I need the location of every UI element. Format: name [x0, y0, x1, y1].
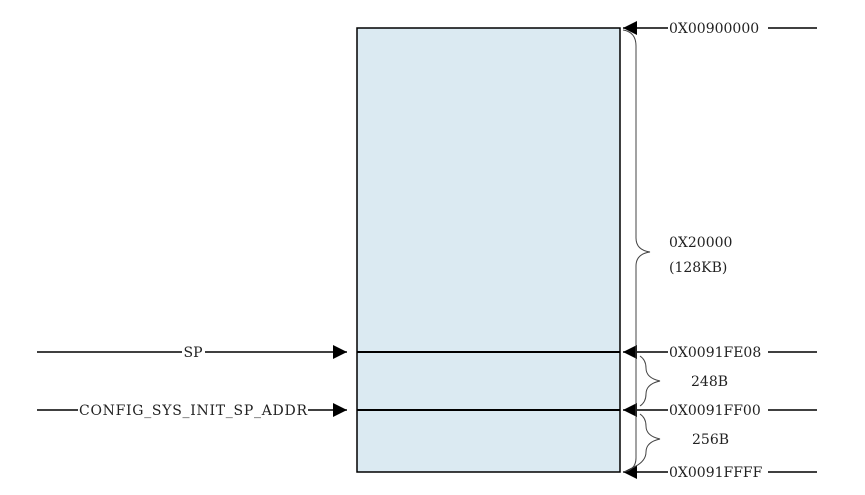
address-sp-label: 0X0091FE08 — [669, 345, 761, 361]
address-arrow-sp: 0X0091FE08 — [623, 345, 817, 361]
init-sp-pointer-arrow: CONFIG_SYS_INIT_SP_ADDR — [37, 403, 347, 419]
sp-pointer-arrow: SP — [37, 345, 347, 361]
address-bottom-label: 0X0091FFFF — [669, 465, 763, 481]
brace-large — [622, 29, 651, 473]
size-248b-label: 248B — [691, 374, 728, 390]
address-init-label: 0X0091FF00 — [669, 403, 761, 419]
size-hex-label: 0X20000 — [669, 235, 732, 251]
init-sp-label: CONFIG_SYS_INIT_SP_ADDR — [79, 403, 307, 419]
address-arrow-top: 0X00900000 — [623, 21, 817, 37]
address-top-label: 0X00900000 — [669, 21, 759, 37]
memory-region-block — [356, 27, 621, 473]
address-arrow-init: 0X0091FF00 — [623, 403, 817, 419]
address-arrow-bottom: 0X0091FFFF — [623, 465, 817, 481]
brace-248b — [639, 355, 661, 407]
brace-256b — [631, 413, 661, 469]
sp-label: SP — [183, 345, 202, 361]
size-256b-label: 256B — [692, 432, 729, 448]
size-kb-label: (128KB) — [669, 260, 727, 276]
